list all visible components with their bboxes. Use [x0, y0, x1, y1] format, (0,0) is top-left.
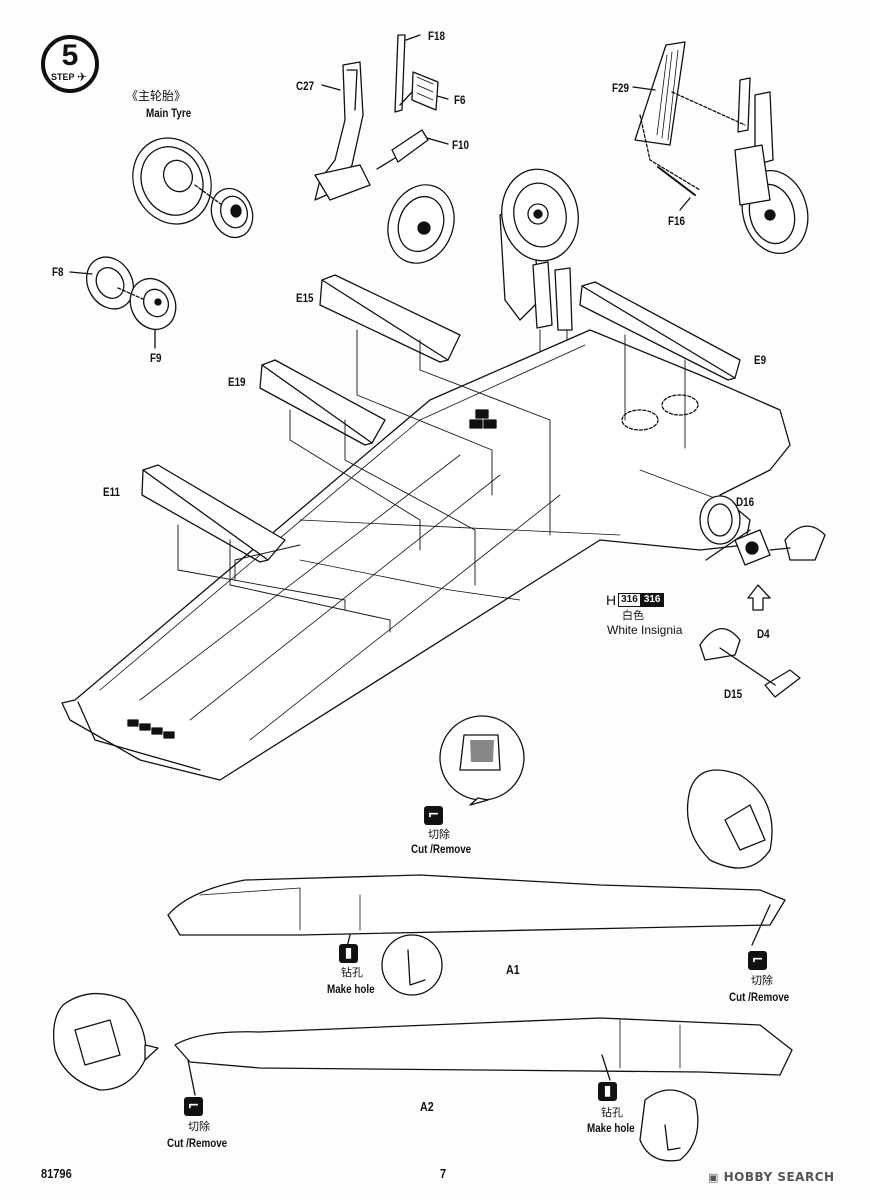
make-hole-en-2: Make hole — [587, 1121, 635, 1135]
wing-sections-drawing — [167, 874, 793, 1096]
paint-en: White Insignia — [607, 623, 683, 637]
make-hole-icon: ▮ — [598, 1082, 617, 1101]
aux-gear-drawing — [632, 41, 809, 255]
cut-remove-icon: ⌐ — [748, 951, 767, 970]
watermark: ▣ HOBBY SEARCH — [708, 1170, 835, 1184]
part-F16: F16 — [668, 214, 685, 228]
cut-remove-cn-1: 切除 — [428, 829, 450, 841]
make-hole-cn-2: 钻孔 — [601, 1107, 623, 1119]
step-number: 5 — [61, 39, 79, 72]
part-F9: F9 — [150, 351, 162, 365]
paint-letter: H — [606, 592, 617, 608]
cut-remove-cn-2: 切除 — [751, 975, 773, 987]
part-F18: F18 — [428, 29, 445, 43]
paint-cn: 白色 — [622, 610, 644, 622]
cut-remove-icon: ⌐ — [184, 1097, 203, 1116]
part-E19: E19 — [228, 375, 246, 389]
part-F6: F6 — [454, 93, 466, 107]
part-F8: F8 — [52, 265, 64, 279]
part-D15: D15 — [724, 687, 743, 701]
main-tyre-drawing — [69, 137, 254, 349]
make-hole-icon: ▮ — [339, 944, 358, 963]
main-tyre-en: Main Tyre — [146, 106, 192, 120]
part-F29: F29 — [612, 81, 629, 95]
watermark-icon: ▣ — [708, 1171, 719, 1184]
watermark-text: HOBBY SEARCH — [723, 1170, 835, 1184]
main-tyre-cn: 《主轮胎》 — [126, 89, 187, 103]
part-F10: F10 — [452, 138, 469, 152]
nose-wheel-drawing — [499, 168, 579, 453]
part-C27: C27 — [296, 79, 315, 93]
cut-remove-en-3: Cut /Remove — [167, 1136, 228, 1150]
bay-parts-drawing — [141, 274, 741, 633]
cut-remove-en-1: Cut /Remove — [411, 842, 472, 856]
plane-icon: ✈ — [77, 70, 88, 84]
part-A1: A1 — [506, 962, 520, 977]
page-number: 7 — [440, 1166, 447, 1181]
part-A2: A2 — [420, 1099, 434, 1114]
part-E15: E15 — [296, 291, 314, 305]
part-D4: D4 — [757, 627, 770, 641]
cut-remove-icon: ⌐ — [424, 806, 443, 825]
part-E11: E11 — [103, 485, 120, 499]
cut-remove-cn-3: 切除 — [188, 1121, 210, 1133]
cut-remove-en-2: Cut /Remove — [729, 990, 790, 1004]
paint-code-2: 316 — [640, 593, 664, 607]
wing-drawing — [61, 329, 791, 781]
paint-code-1: 316 — [618, 593, 641, 607]
part-D16: D16 — [736, 495, 755, 509]
step-badge-icon: 5 STEP ✈ — [41, 35, 99, 93]
main-gear-drawing — [314, 34, 455, 264]
part-E9: E9 — [754, 353, 767, 367]
make-hole-en-1: Make hole — [327, 982, 375, 996]
nose-parts-drawing — [699, 525, 826, 698]
detail-bubbles — [52, 715, 773, 1162]
kit-number: 81796 — [41, 1166, 72, 1181]
make-hole-cn-1: 钻孔 — [341, 967, 363, 979]
step-word: STEP — [51, 72, 75, 82]
